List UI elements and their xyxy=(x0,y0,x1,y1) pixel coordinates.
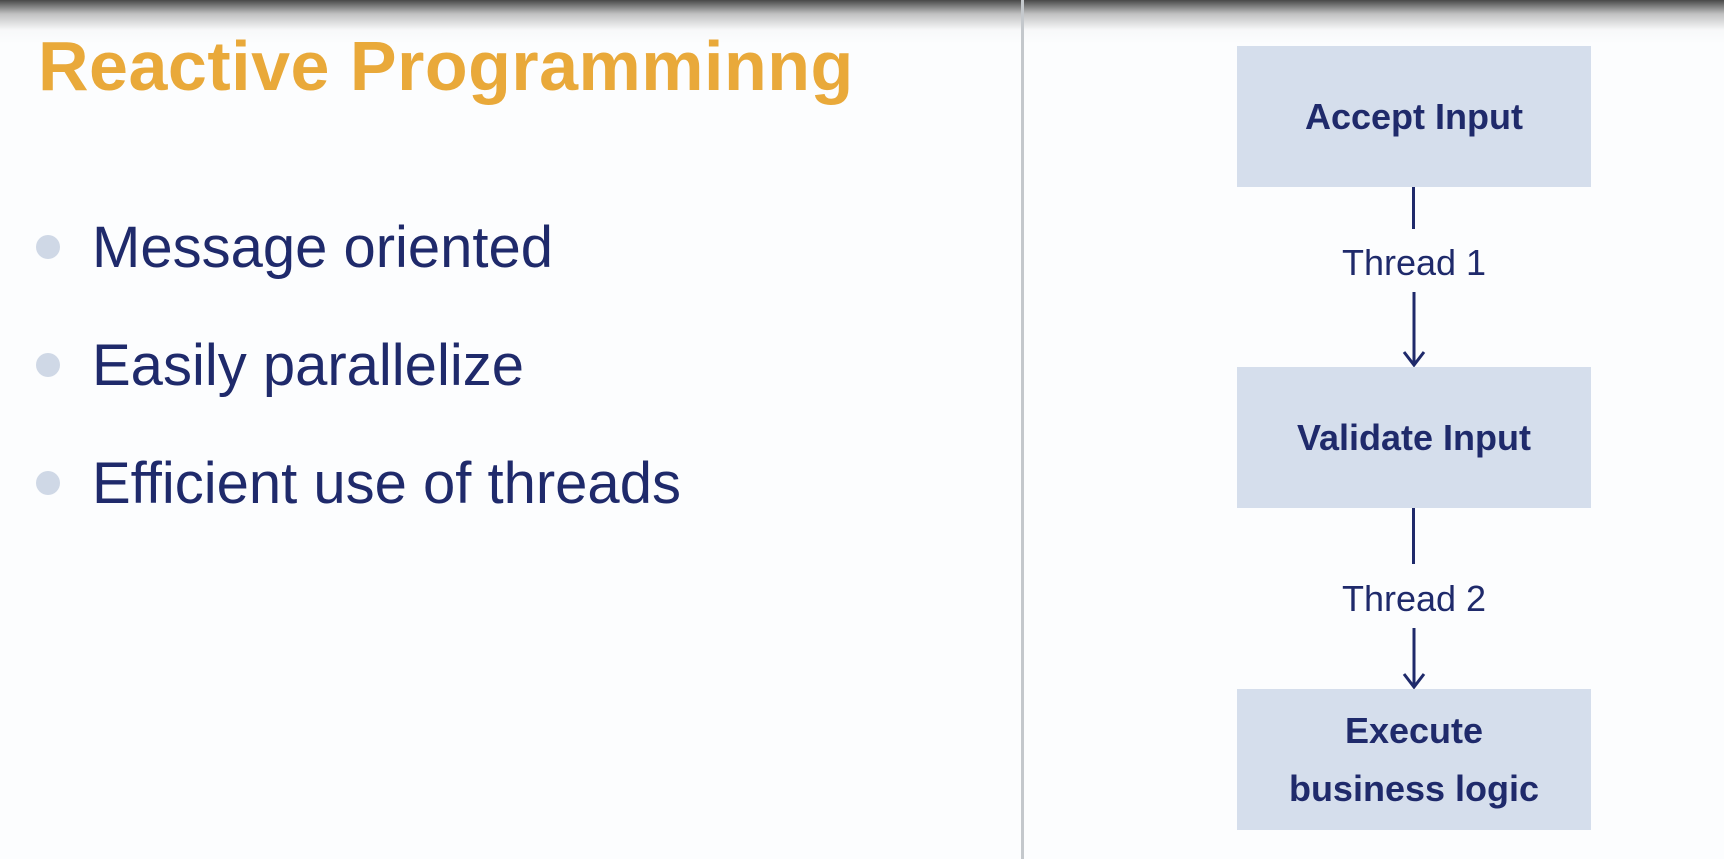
connector-label-thread-2: Thread 2 xyxy=(1341,578,1487,619)
flow-step-validate-input: Validate Input xyxy=(1237,367,1591,508)
down-arrow-icon xyxy=(1402,292,1426,368)
bullet-dot-icon xyxy=(36,353,60,377)
connector-label-thread-1: Thread 1 xyxy=(1341,242,1487,283)
bullet-text: Efficient use of threads xyxy=(92,450,681,516)
flow-step-label: Validate Input xyxy=(1296,416,1532,458)
connector-line xyxy=(1412,508,1415,564)
flow-step-accept-input: Accept Input xyxy=(1237,46,1591,187)
flow-step-label: Accept Input xyxy=(1304,95,1523,137)
bullet-dot-icon xyxy=(36,471,60,495)
flow-step-execute-business-logic: Execute business logic xyxy=(1237,689,1591,830)
bullet-text: Easily parallelize xyxy=(92,332,524,398)
bullet-item: Easily parallelize xyxy=(36,306,681,424)
vertical-divider xyxy=(1021,0,1024,859)
down-arrow-icon xyxy=(1402,628,1426,690)
bullet-item: Efficient use of threads xyxy=(36,424,681,542)
connector-line xyxy=(1412,187,1415,229)
bullet-dot-icon xyxy=(36,235,60,259)
bullet-text: Message oriented xyxy=(92,214,554,280)
bullet-item: Message oriented xyxy=(36,188,681,306)
slide-title: Reactive Programminng xyxy=(38,27,854,105)
bullet-list: Message oriented Easily parallelize Effi… xyxy=(36,188,681,542)
flow-step-label: Execute business logic xyxy=(1288,709,1540,809)
